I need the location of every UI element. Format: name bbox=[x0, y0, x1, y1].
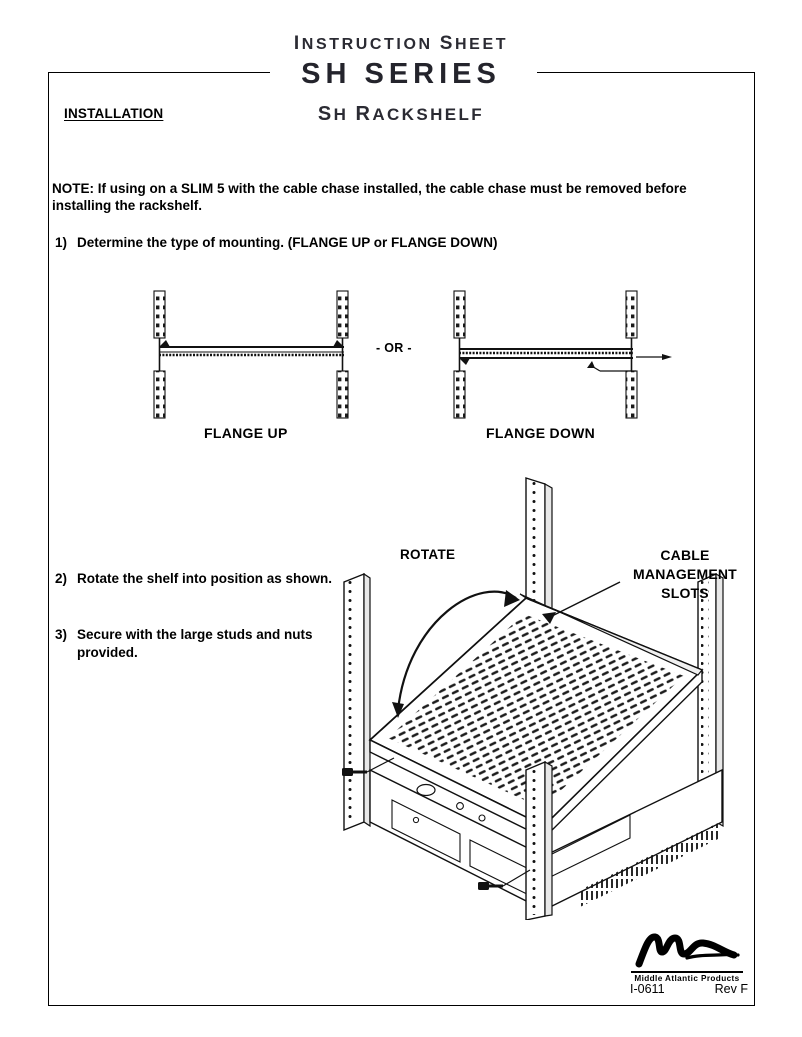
section-heading-installation: INSTALLATION bbox=[64, 106, 164, 121]
border-right bbox=[754, 72, 755, 1006]
note-text: If using on a SLIM 5 with the cable chas… bbox=[52, 181, 687, 213]
step-3-number: 3) bbox=[55, 627, 68, 642]
border-bottom bbox=[48, 1005, 755, 1006]
revision-label: Rev F bbox=[714, 982, 748, 996]
diagram-rackshelf-isometric bbox=[330, 470, 750, 920]
diagram-flange-up bbox=[140, 285, 370, 420]
border-left bbox=[48, 72, 49, 1006]
step-1-number: 1) bbox=[55, 235, 68, 250]
brand-logo: Middle Atlantic Products bbox=[631, 930, 743, 983]
document-number: I-0611 bbox=[630, 982, 665, 996]
label-cms-line2: MANAGEMENT bbox=[633, 566, 737, 582]
caption-flange-down: FLANGE DOWN bbox=[486, 425, 596, 441]
brand-wordmark: Middle Atlantic Products bbox=[634, 973, 740, 983]
separator-or: - OR - bbox=[376, 341, 412, 355]
label-rotate: ROTATE bbox=[400, 547, 456, 562]
page-subtitle-product: SH RACKSHELF bbox=[317, 103, 485, 125]
diagram-flange-down bbox=[440, 285, 690, 420]
label-cms-line1: CABLE bbox=[660, 547, 710, 563]
note-label: NOTE: bbox=[52, 181, 94, 196]
page-title-series: SH SERIES bbox=[301, 58, 501, 90]
header-line-instruction-sheet: INSTRUCTION SHEET bbox=[293, 33, 509, 54]
label-cms-line3: SLOTS bbox=[661, 585, 709, 601]
step-2-text: Rotate the shelf into position as shown. bbox=[77, 571, 333, 586]
step-1: 1) Determine the type of mounting. (FLANG… bbox=[55, 235, 498, 250]
note-block: NOTE: If using on a SLIM 5 with the cabl… bbox=[52, 180, 742, 214]
middle-atlantic-m-icon bbox=[635, 933, 740, 968]
step-1-text: Determine the type of mounting. (FLANGE … bbox=[77, 235, 498, 250]
step-3-text: Secure with the large studs and nuts pro… bbox=[77, 627, 313, 660]
border-top-right-segment bbox=[537, 72, 755, 73]
instruction-sheet-header: INSTRUCTION SHEET bbox=[0, 33, 802, 55]
step-3: 3) Secure with the large studs and nuts p… bbox=[55, 626, 355, 662]
footer-document-codes: I-0611 Rev F bbox=[630, 982, 748, 996]
step-2-number: 2) bbox=[55, 571, 68, 586]
border-top-left-segment bbox=[48, 72, 270, 73]
logo-underline bbox=[631, 971, 743, 973]
step-2: 2) Rotate the shelf into position as show… bbox=[55, 570, 355, 588]
label-cable-management-slots: CABLE MANAGEMENT SLOTS bbox=[605, 546, 765, 603]
caption-flange-up: FLANGE UP bbox=[204, 425, 288, 441]
